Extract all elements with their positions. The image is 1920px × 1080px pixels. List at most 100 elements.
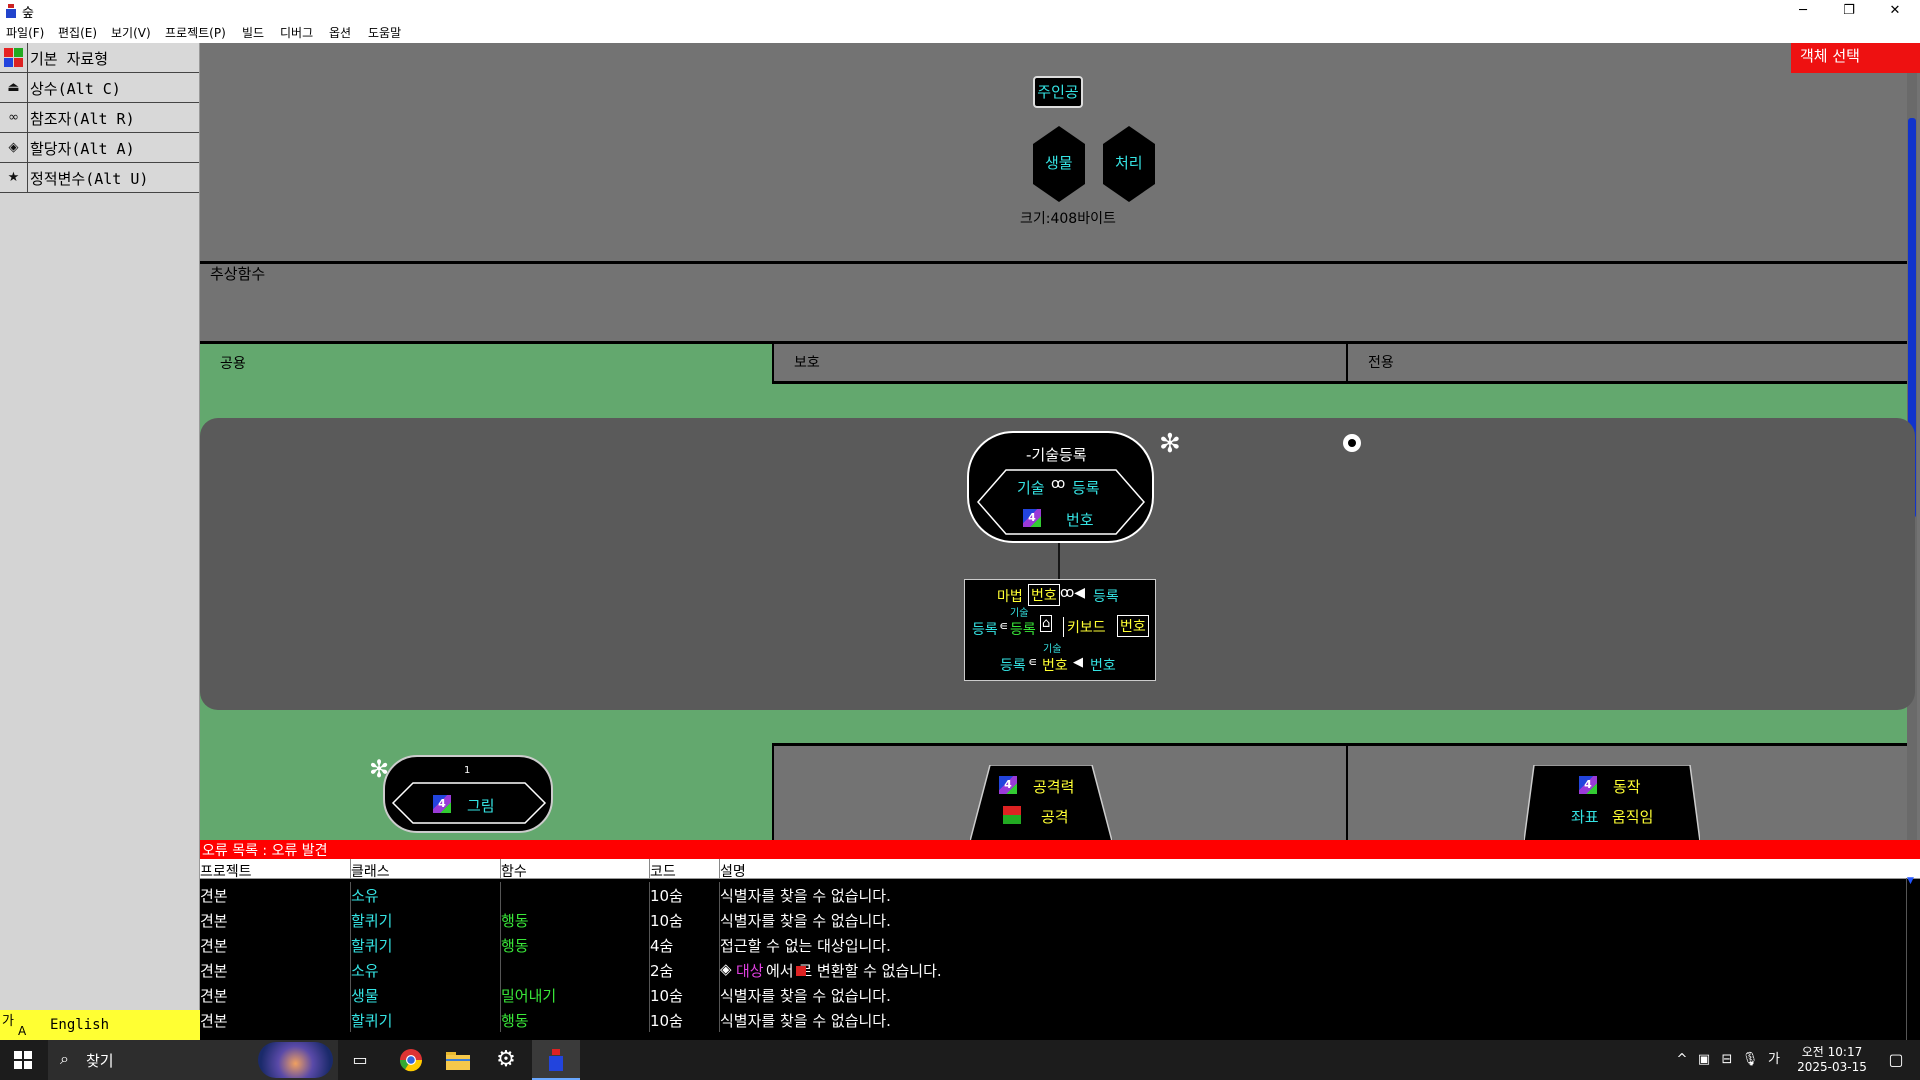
code-line2-b[interactable]: 등록: [1010, 622, 1036, 638]
int-type-label: 4: [1028, 511, 1036, 524]
notification-icon[interactable]: ▢: [1888, 1050, 1904, 1069]
error-project: 견본: [200, 887, 228, 905]
microphone-icon[interactable]: 🎙: [1741, 1052, 1759, 1067]
palette-item-constant[interactable]: ⏏ 상수(Alt C): [0, 73, 199, 103]
palette-item-allocator[interactable]: ◈ 할당자(Alt A): [0, 133, 199, 163]
palette-item-static[interactable]: ★ 정적변수(Alt U): [0, 163, 199, 193]
menu-help[interactable]: 도움말: [368, 26, 402, 40]
refresh-icon[interactable]: [1340, 431, 1364, 455]
network-icon[interactable]: ⊟: [1721, 1052, 1733, 1067]
error-row[interactable]: 견본 소유 2숨 ◈ 대상 에서 로 변환할 수 없습니다.: [200, 957, 1920, 982]
ime-status-bar[interactable]: 가 A English: [0, 1010, 200, 1040]
protected-section-header[interactable]: 보호: [772, 344, 1346, 384]
task-view-button[interactable]: ▭: [352, 1050, 368, 1069]
field-name-action[interactable]: 동작: [1613, 778, 1641, 796]
color-squares-icon: [0, 43, 28, 72]
method-title[interactable]: -기술등록: [1026, 446, 1087, 464]
private-section-header[interactable]: 전용: [1346, 344, 1907, 384]
field-type-coord[interactable]: 좌표: [1571, 808, 1599, 826]
public-func-box[interactable]: [383, 755, 553, 833]
field-name-attack[interactable]: 공격: [1041, 808, 1069, 826]
error-class: 할퀴기: [351, 1012, 393, 1030]
code-block[interactable]: [964, 579, 1156, 681]
class-design-canvas[interactable]: 객체 선택 주인공 생물 처리 크기:408바이트 추상함수 공용 보호: [200, 43, 1920, 840]
method-param-hex: [977, 469, 1145, 535]
menu-file[interactable]: 파일(F): [6, 26, 45, 40]
error-target: 대상: [736, 962, 764, 980]
error-class: 할퀴기: [351, 937, 393, 955]
error-row[interactable]: 견본 할퀴기 행동 10숨 식별자를 찾을 수 없습니다.: [200, 1007, 1920, 1032]
code-line2-c[interactable]: 키보드: [1063, 617, 1106, 637]
field-name-move[interactable]: 움직임: [1612, 808, 1654, 826]
error-scroll-indicator[interactable]: ▼: [1906, 876, 1914, 1040]
object-select-badge[interactable]: 객체 선택: [1791, 43, 1920, 73]
parent-hex-2[interactable]: [1103, 126, 1155, 202]
column-project[interactable]: 프로젝트: [200, 864, 252, 880]
minimize-button[interactable]: ─: [1799, 3, 1807, 18]
menu-view[interactable]: 보기(V): [111, 26, 151, 40]
class-size-label: 크기:408바이트: [1020, 211, 1116, 227]
parent-name-2: 처리: [1115, 154, 1143, 172]
ime-tray-indicator[interactable]: 가: [1768, 1052, 1780, 1067]
active-app-button[interactable]: [532, 1040, 580, 1080]
palette-label: 할당자(Alt A): [30, 140, 135, 158]
app-icon: [6, 4, 16, 18]
column-function[interactable]: 함수: [501, 864, 527, 880]
error-code: 4숨: [650, 937, 674, 955]
code-line3-a[interactable]: 등록: [1000, 658, 1026, 674]
code-line1-b[interactable]: 번호: [1028, 584, 1060, 606]
constant-icon: ⏏: [0, 73, 28, 102]
public-section-label[interactable]: 공용: [220, 356, 246, 372]
code-line3-b[interactable]: 번호: [1042, 658, 1068, 674]
error-description: 접근할 수 없는 대상입니다.: [720, 937, 891, 955]
column-code[interactable]: 코드: [650, 864, 676, 880]
taskbar-search[interactable]: ⌕ 찾기: [48, 1040, 338, 1080]
menu-edit[interactable]: 편집(E): [58, 26, 98, 40]
menu-debug[interactable]: 디버그: [280, 26, 314, 40]
error-project: 견본: [200, 1012, 228, 1030]
code-line3-c[interactable]: 번호: [1090, 658, 1116, 674]
column-description[interactable]: 설명: [720, 864, 746, 880]
restore-button[interactable]: ❐: [1843, 3, 1855, 18]
menu-bar: 파일(F) 편집(E) 보기(V) 프로젝트(P) 빌드 디버그 옵션 도움말: [0, 22, 1920, 42]
menu-project[interactable]: 프로젝트(P): [165, 26, 226, 40]
chrome-app-button[interactable]: [390, 1040, 432, 1080]
svg-text:✻: ✻: [1159, 430, 1181, 459]
settings-button[interactable]: ⚙: [485, 1040, 527, 1080]
tray-overflow-icon[interactable]: ^: [1676, 1052, 1688, 1067]
menu-build[interactable]: 빌드: [242, 26, 265, 40]
code-line1-c[interactable]: 등록: [1093, 589, 1119, 605]
code-line3-op: ∊: [1028, 655, 1038, 670]
app-icon: [549, 1049, 563, 1071]
close-button[interactable]: ✕: [1889, 3, 1901, 18]
private-field-shape[interactable]: [1524, 765, 1700, 840]
palette-item-reference[interactable]: ∞ 참조자(Alt R): [0, 103, 199, 133]
menu-options[interactable]: 옵션: [329, 26, 352, 40]
code-line3-sup: 기술: [1043, 644, 1062, 655]
func-name[interactable]: 그림: [467, 797, 495, 815]
code-line1-a[interactable]: 마법: [997, 589, 1023, 605]
parent-hex-1[interactable]: [1033, 126, 1085, 202]
error-row[interactable]: 견본 할퀴기 행동 4숨 접근할 수 없는 대상입니다.: [200, 932, 1920, 957]
start-button[interactable]: [0, 1040, 46, 1080]
meet-now-icon[interactable]: ▣: [1697, 1052, 1711, 1067]
class-name-box[interactable]: 주인공: [1033, 76, 1083, 108]
error-function: 밀어내기: [501, 987, 557, 1005]
param-num-name[interactable]: 번호: [1066, 511, 1094, 529]
param-left[interactable]: 기술: [1017, 479, 1045, 497]
canvas-scrollbar-thumb[interactable]: [1908, 118, 1916, 518]
clock[interactable]: 오전 10:17 2025-03-15: [1784, 1040, 1880, 1080]
error-row[interactable]: 견본 생물 밀어내기 10숨 식별자를 찾을 수 없습니다.: [200, 982, 1920, 1007]
error-project: 견본: [200, 962, 228, 980]
code-line2-d[interactable]: 번호: [1117, 615, 1149, 637]
error-row[interactable]: 견본 할퀴기 행동 10숨 식별자를 찾을 수 없습니다.: [200, 907, 1920, 932]
code-line2-sup: 기술: [1010, 608, 1029, 619]
error-row[interactable]: 견본 소유 10숨 식별자를 찾을 수 없습니다.: [200, 882, 1920, 907]
param-right[interactable]: 등록: [1072, 479, 1100, 497]
palette-item-basic-types[interactable]: 기본 자료형: [0, 43, 199, 73]
field-name-attack-power[interactable]: 공격력: [1033, 778, 1075, 796]
file-explorer-button[interactable]: [437, 1040, 479, 1080]
arrow-left-icon: ◀: [1073, 655, 1083, 670]
column-class[interactable]: 클래스: [351, 864, 390, 880]
code-line2-a[interactable]: 등록: [972, 622, 998, 638]
